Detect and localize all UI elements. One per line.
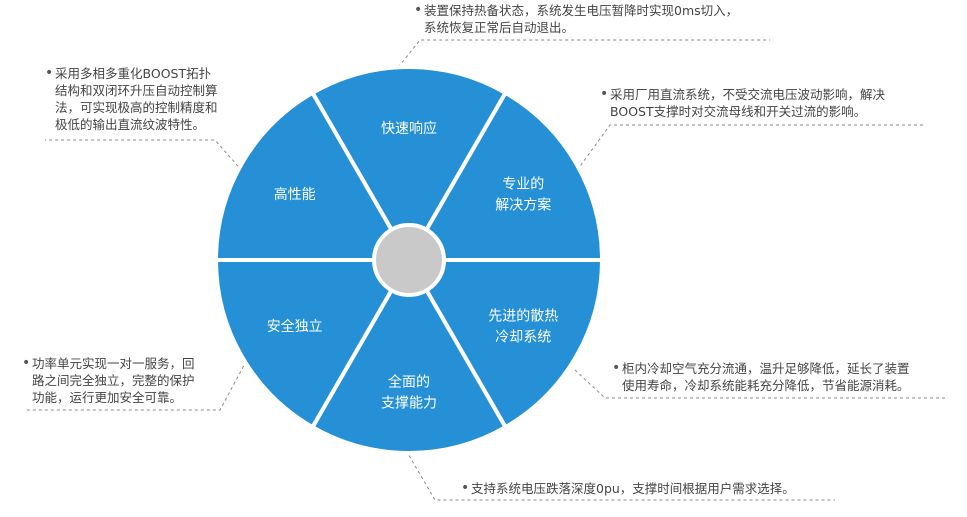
connector-bottom-left [25, 344, 256, 411]
bullet: • [414, 2, 423, 18]
segment-label-full-support: 全面的支撑能力 [381, 374, 437, 412]
segment-label-high-performance: 高性能 [274, 186, 316, 203]
connector-bottom-right [574, 369, 945, 399]
segment-professional-solution [405, 90, 605, 262]
connector-bottom [399, 439, 835, 501]
segment-fast-response [309, 65, 509, 264]
note-top: •装置保持热备状态，系统发生电压暂降时实现0ms切入， 系统恢复正常后自动退出。 [414, 2, 794, 36]
segment-label-professional-solution: 专业的解决方案 [495, 177, 551, 214]
note-bottom: •支持系统电压跌落深度0pu，支撑时间根据用户需求选择。 [461, 480, 861, 497]
note-top-right-text: 采用厂用直流系统，不受交流电压波动影响，解决 BOOST支撑时对交流母线和开关过… [610, 87, 886, 119]
note-bottom-right: •柜内冷却空气充分流通，温升足够降低，延长了装置 使用寿命，冷却系统能耗充分降低… [612, 360, 962, 394]
segment-advanced-cooling [405, 258, 605, 430]
connector-top-right [569, 124, 925, 181]
segment-label-fast-response: 快速响应 [381, 120, 437, 137]
note-top-left-text: 采用多相多重化BOOST拓扑 结构和双闭环升压自动控制算 法，可实现极高的控制精… [55, 66, 218, 132]
segment-full-support [309, 256, 509, 455]
segment-label-safe-independent: 安全独立 [267, 318, 323, 335]
wheel-hub [372, 223, 446, 297]
note-bottom-right-text: 柜内冷却空气充分流通，温升足够降低，延长了装置 使用寿命，冷却系统能耗充分降低，… [622, 361, 910, 393]
bullet: • [461, 480, 470, 496]
segment-high-performance [213, 90, 413, 262]
bullet: • [612, 360, 621, 376]
note-bottom-left: •功率单元实现一对一服务，回 路之间完全独立，完整的保护 功能，运行更加安全可靠… [22, 355, 232, 406]
note-top-right: •采用厂用直流系统，不受交流电压波动影响，解决 BOOST支撑时对交流母线和开关… [600, 86, 940, 120]
bullet: • [22, 355, 31, 371]
connector-top-left [45, 139, 251, 181]
bullet: • [45, 65, 54, 81]
segment-safe-independent [213, 258, 413, 430]
note-bottom-text: 支持系统电压跌落深度0pu，支撑时间根据用户需求选择。 [471, 481, 795, 496]
note-top-text: 装置保持热备状态，系统发生电压暂降时实现0ms切入， 系统恢复正常后自动退出。 [424, 3, 739, 35]
bullet: • [600, 86, 609, 102]
note-top-left: •采用多相多重化BOOST拓扑 结构和双闭环升压自动控制算 法，可实现极高的控制… [45, 65, 250, 133]
note-bottom-left-text: 功率单元实现一对一服务，回 路之间完全独立，完整的保护 功能，运行更加安全可靠。 [32, 356, 195, 405]
segment-label-advanced-cooling: 先进的散热冷却系统 [488, 309, 558, 346]
